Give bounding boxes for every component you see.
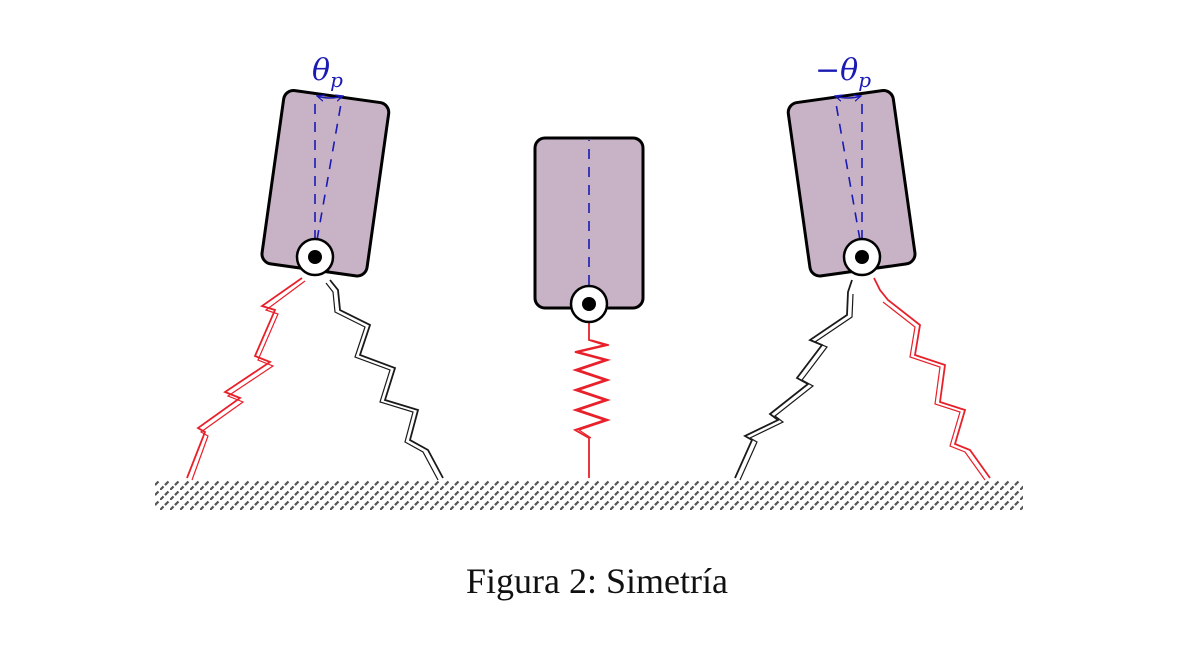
figure-caption: Figura 2: Simetría [466,561,728,601]
right-assembly: −θp [734,53,991,481]
right-angle-label: −θp [815,53,871,92]
left-angle-label: θp [312,53,343,92]
center-assembly [533,136,645,478]
left-axis-tilted [316,97,343,241]
center-spring [572,322,609,478]
right-spring-red [873,277,991,479]
left-angle-arc [317,96,343,98]
right-angle-arc [835,96,861,98]
left-spring-black [329,279,444,479]
pivot-joint-icon [295,237,335,277]
left-assembly: θp [186,53,444,481]
pivot-joint-icon [569,284,609,324]
right-spring-black [734,279,853,479]
right-axis-tilted [834,97,861,241]
symmetry-diagram: θp −θp [155,53,1023,510]
pivot-joint-icon [842,237,882,277]
ground-hatch [155,480,1023,510]
